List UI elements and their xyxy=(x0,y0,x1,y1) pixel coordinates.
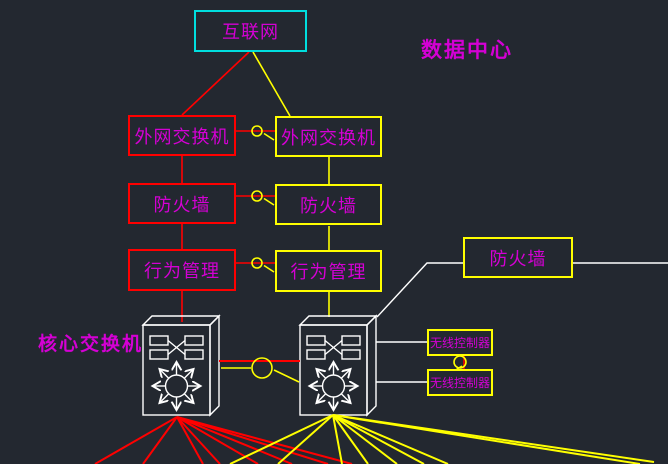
diagram-title: 数据中心 xyxy=(421,39,513,62)
node-behavior-left[interactable]: 行为管理 xyxy=(128,249,236,291)
core-switch-label: 核心交换机 xyxy=(38,334,144,355)
node-ext-switch-right[interactable]: 外网交换机 xyxy=(275,116,382,157)
core-switch-interlink xyxy=(219,357,300,383)
link-connector-row1 xyxy=(235,125,276,141)
node-firewall-right-label: 防火墙 xyxy=(300,195,357,216)
node-internet[interactable]: 互联网 xyxy=(194,10,307,52)
white-wires xyxy=(376,262,668,383)
core-switch-right-icon[interactable] xyxy=(300,316,376,415)
node-wlc-top[interactable]: 无线控制器 xyxy=(427,329,493,356)
node-wlc-bottom[interactable]: 无线控制器 xyxy=(427,369,493,396)
link-connector-row3 xyxy=(235,257,276,273)
core-switch-left-icon[interactable] xyxy=(143,316,219,415)
link-connector-row2 xyxy=(235,190,276,206)
node-firewall-right[interactable]: 防火墙 xyxy=(275,184,382,225)
node-internet-label: 互联网 xyxy=(222,22,279,42)
yellow-downlink-fan xyxy=(229,414,655,464)
node-wlc-bottom-label: 无线控制器 xyxy=(429,376,490,390)
node-firewall-dc-label: 防火墙 xyxy=(489,248,547,269)
node-ext-switch-left-label: 外网交换机 xyxy=(134,126,230,147)
node-wlc-top-label: 无线控制器 xyxy=(429,336,490,350)
node-ext-switch-left[interactable]: 外网交换机 xyxy=(128,115,236,156)
node-ext-switch-right-label: 外网交换机 xyxy=(281,127,376,148)
node-behavior-right[interactable]: 行为管理 xyxy=(275,250,382,292)
node-firewall-dc[interactable]: 防火墙 xyxy=(463,237,573,278)
internet-links xyxy=(181,51,291,117)
node-firewall-left[interactable]: 防火墙 xyxy=(128,183,236,224)
node-behavior-right-label: 行为管理 xyxy=(290,262,367,282)
node-behavior-left-label: 行为管理 xyxy=(144,261,220,281)
red-downlink-fan xyxy=(94,416,353,464)
node-firewall-left-label: 防火墙 xyxy=(153,194,211,215)
